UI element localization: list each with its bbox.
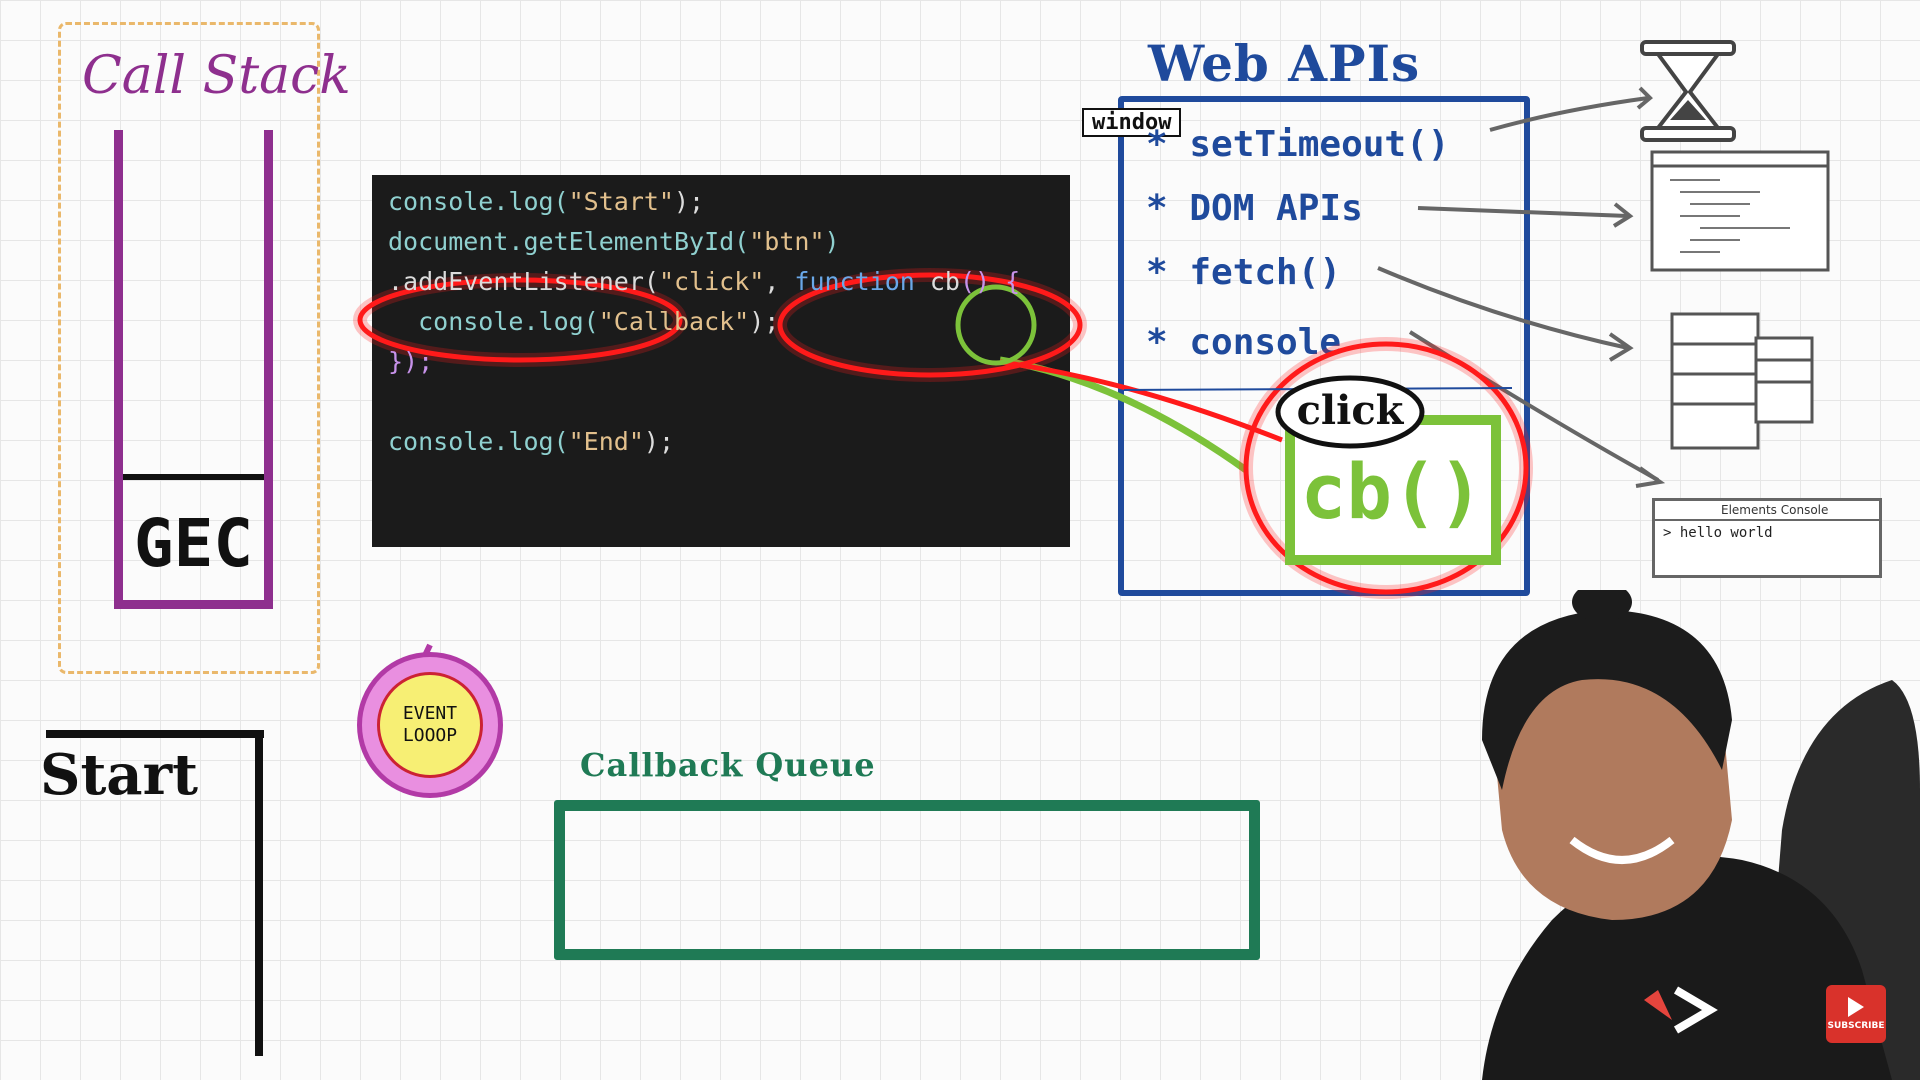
window-label: window	[1082, 108, 1182, 137]
code-token: console.log(	[388, 307, 599, 336]
code-token: () {	[959, 267, 1021, 296]
api-item-fetch: * fetch()	[1146, 252, 1342, 293]
code-line: console.log("End");	[388, 427, 674, 456]
subscribe-label: SUBSCRIBE	[1827, 1021, 1885, 1031]
code-lines: console.log("Start");document.getElement…	[372, 175, 1070, 547]
code-token: function	[794, 267, 930, 296]
code-token: });	[388, 347, 434, 376]
console-right-edge	[255, 730, 263, 1056]
gec-label: GEC	[133, 504, 254, 582]
devtools-output: > hello world	[1663, 525, 1773, 541]
arrow-head-settimeout	[1636, 86, 1653, 110]
arrow-settimeout	[1489, 96, 1649, 132]
code-line: });	[388, 347, 433, 376]
code-token: document.getElementById(	[388, 227, 750, 256]
call-stack-floor	[114, 600, 273, 609]
code-token: );	[673, 187, 705, 216]
subscribe-button[interactable]: SUBSCRIBE	[1826, 985, 1886, 1043]
console-top-edge	[46, 730, 264, 738]
code-token: );	[749, 307, 780, 336]
devtools-tabs: Elements Console	[1655, 501, 1879, 521]
web-api-arrows	[1377, 86, 1666, 488]
gec-frame: GEC	[123, 474, 264, 606]
code-token: "Start"	[568, 187, 674, 216]
document-icon	[1650, 150, 1830, 272]
code-line: document.getElementById("btn")	[388, 227, 840, 256]
highlight-cb	[955, 284, 1037, 366]
api-item-settimeout: * setTimeout()	[1146, 124, 1450, 165]
console-output-text: Start	[40, 742, 198, 808]
cb-callback-label: cb()	[1300, 447, 1483, 536]
click-event-label: click	[1297, 387, 1405, 434]
web-apis-box	[1118, 96, 1530, 596]
arrow-head-dom	[1612, 202, 1634, 228]
arrow-head-console	[1635, 466, 1666, 488]
web-apis-title: Web APIs	[1148, 34, 1421, 93]
hair-bun-shape	[1572, 590, 1632, 622]
highlight-addeventlistener	[357, 277, 683, 363]
code-token: cb	[929, 267, 960, 296]
devtools-sketch: Elements Console > hello world	[1652, 498, 1882, 578]
presenter-image	[1482, 590, 1920, 1080]
call-stack-wall-right	[264, 130, 273, 608]
call-stack-wall-left	[114, 130, 123, 608]
highlight-function-cb	[777, 272, 1083, 378]
arrow-head-fetch	[1608, 332, 1634, 362]
code-line: .addEventListener("click", function cb()…	[388, 267, 1020, 296]
code-token: console.log(	[388, 427, 569, 456]
callback-queue-title: Callback Queue	[580, 746, 876, 784]
arrow-fetch	[1377, 266, 1629, 350]
event-loop-label: EVENT LOOOP	[377, 672, 483, 778]
play-icon	[1848, 997, 1864, 1017]
hair-shape	[1482, 610, 1732, 790]
smile-shape	[1569, 836, 1675, 864]
code-line: console.log("Callback");	[388, 307, 779, 336]
code-token: ,	[764, 267, 795, 296]
code-token: )	[824, 227, 840, 256]
hourglass-icon	[1640, 40, 1736, 142]
api-item-dom-apis: * DOM APIs	[1146, 188, 1363, 229]
code-token: "btn"	[749, 227, 825, 256]
api-item-console: * console	[1146, 322, 1342, 363]
code-token: .addEventListener(	[388, 267, 659, 296]
code-token: );	[643, 427, 674, 456]
arrow-dom	[1417, 206, 1629, 218]
call-stack-frame	[58, 22, 320, 674]
code-token: "End"	[568, 427, 644, 456]
click-event-bubble	[1275, 375, 1425, 449]
code-token: console.log(	[388, 187, 569, 216]
callback-queue-box	[554, 800, 1260, 960]
call-stack-title: Call Stack	[82, 46, 351, 106]
event-loop-icon: EVENT LOOOP	[357, 652, 503, 798]
code-token: "Callback"	[598, 307, 750, 336]
code-token: "click"	[658, 267, 765, 296]
highlight-webapi-callback	[1243, 341, 1529, 595]
code-line: console.log("Start");	[388, 187, 704, 216]
server-icon	[1670, 312, 1814, 450]
